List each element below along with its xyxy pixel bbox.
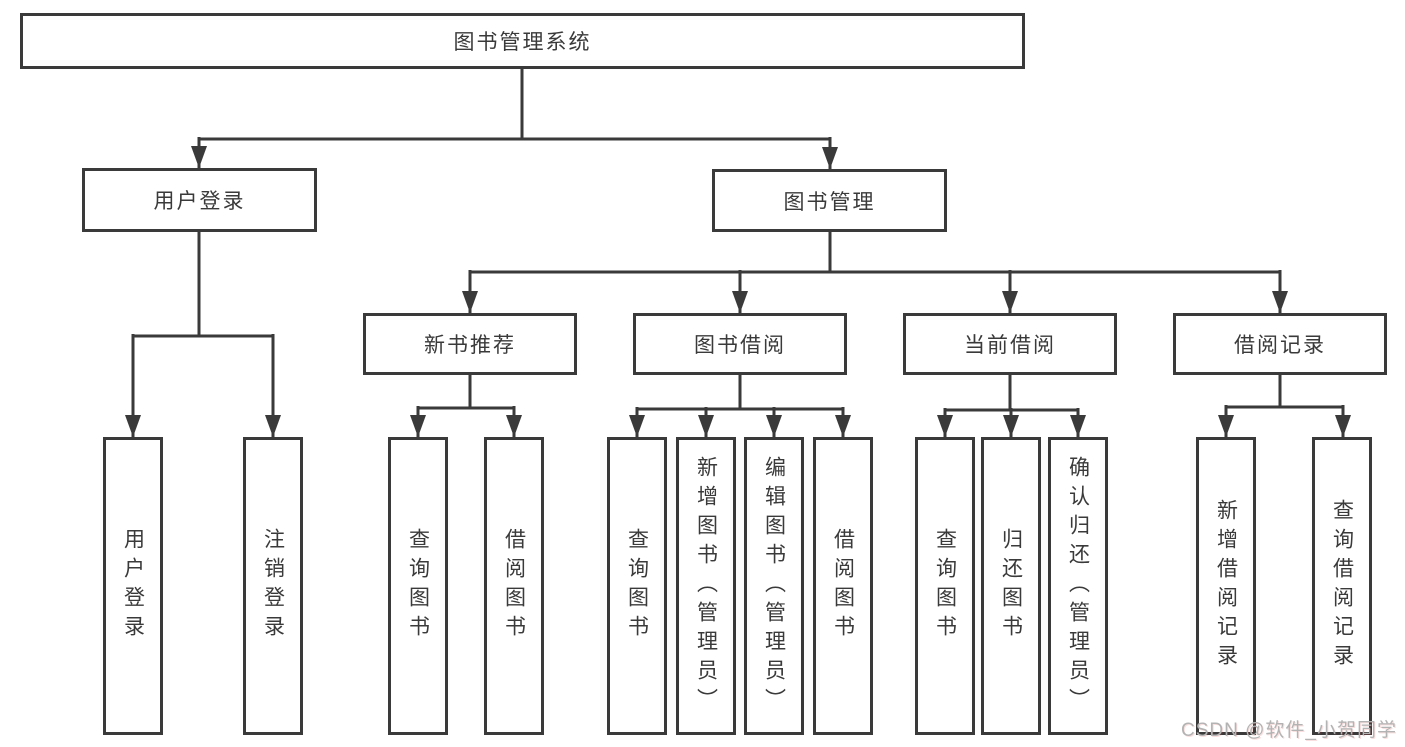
node-label: 确认归还（管理员） bbox=[1066, 455, 1090, 717]
leaf-borrow-books: 借阅图书 bbox=[813, 437, 873, 735]
leaf-add-books-admin: 新增图书（管理员） bbox=[676, 437, 736, 735]
node-label: 借阅图书 bbox=[502, 528, 526, 644]
node-label: 借阅记录 bbox=[1234, 334, 1326, 357]
node-label: 注销登录 bbox=[261, 528, 285, 644]
leaf-logout: 注销登录 bbox=[243, 437, 303, 735]
node-label: 查询图书 bbox=[933, 528, 957, 644]
node-label: 用户登录 bbox=[121, 528, 145, 644]
node-label: 新书推荐 bbox=[424, 334, 516, 357]
node-label: 图书管理 bbox=[783, 190, 876, 214]
csdn-watermark: CSDN @软件_小贺同学 bbox=[1181, 720, 1397, 741]
leaf-edit-books-admin: 编辑图书（管理员） bbox=[744, 437, 804, 735]
node-current-borrowing: 当前借阅 bbox=[903, 313, 1117, 375]
leaf-query-books-recommend: 查询图书 bbox=[388, 437, 448, 735]
leaf-query-books-current: 查询图书 bbox=[915, 437, 975, 735]
node-label: 新增图书（管理员） bbox=[694, 455, 718, 717]
leaf-user-login: 用户登录 bbox=[103, 437, 163, 735]
node-label: 新增借阅记录 bbox=[1214, 499, 1238, 673]
node-label: 归还图书 bbox=[999, 528, 1023, 644]
node-label: 借阅图书 bbox=[831, 528, 855, 644]
leaf-confirm-return-admin: 确认归还（管理员） bbox=[1048, 437, 1108, 735]
node-label: 图书借阅 bbox=[694, 334, 786, 357]
node-book-borrowing: 图书借阅 bbox=[633, 313, 847, 375]
node-label: 当前借阅 bbox=[964, 334, 1056, 357]
node-user-login: 用户登录 bbox=[82, 168, 317, 232]
node-book-management: 图书管理 bbox=[712, 169, 947, 232]
node-label: 用户登录 bbox=[153, 190, 246, 213]
node-borrowing-records: 借阅记录 bbox=[1173, 313, 1387, 375]
leaf-query-borrow-record: 查询借阅记录 bbox=[1312, 437, 1372, 735]
node-label: 图书管理系统 bbox=[453, 31, 592, 54]
leaf-query-books-borrowing: 查询图书 bbox=[607, 437, 667, 735]
leaf-return-books: 归还图书 bbox=[981, 437, 1041, 735]
node-label: 查询借阅记录 bbox=[1330, 499, 1354, 673]
node-new-book-recommendation: 新书推荐 bbox=[363, 313, 577, 375]
leaf-borrow-books-recommend: 借阅图书 bbox=[484, 437, 544, 735]
node-label: 查询图书 bbox=[406, 528, 430, 644]
leaf-add-borrow-record: 新增借阅记录 bbox=[1196, 437, 1256, 735]
node-label: 查询图书 bbox=[625, 528, 649, 644]
node-label: 编辑图书（管理员） bbox=[762, 455, 786, 717]
node-library-management-system: 图书管理系统 bbox=[20, 13, 1025, 69]
